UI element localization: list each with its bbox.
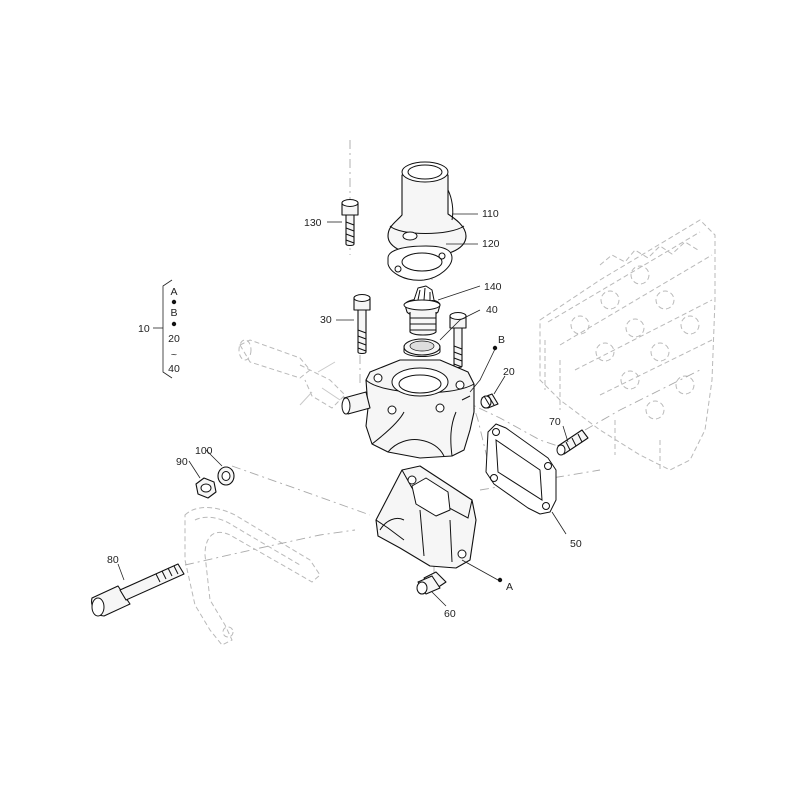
leader-lines [117,213,569,607]
bolt-80 [91,563,185,617]
callout-10: 10 [138,323,150,335]
bracket-ghost [184,507,321,646]
kit-item-40: 40 [168,363,180,375]
callout-40: 40 [486,304,498,316]
thermostat-housing [341,359,475,459]
gasket-120 [387,245,453,281]
ref-dot-B [492,345,498,351]
ref-label-B: B [498,334,505,346]
bolt-60 [416,571,447,595]
callout-110: 110 [482,208,499,220]
kit-dot-1 [171,299,177,305]
thermostat-140 [403,285,441,336]
plug-20 [480,393,499,409]
stud-70 [556,429,589,456]
callout-60: 60 [444,608,456,620]
kit-item-B: B [170,307,177,319]
pulley-ghost [238,339,346,409]
washer-100 [217,466,235,486]
seal-ring-40 [403,338,441,357]
callout-80: 80 [107,554,119,566]
callout-70: 70 [549,416,561,428]
callout-50: 50 [570,538,582,550]
nut-90 [195,477,217,499]
kit-bracket [162,279,173,379]
callout-20: 20 [503,366,515,378]
callout-90: 90 [176,456,188,468]
kit-item-20: 20 [168,333,180,345]
callout-130: 130 [304,217,322,229]
callouts: 10 20 30 40 50 60 70 80 90 100 110 120 1… [107,208,582,620]
lower-housing [375,465,477,569]
ref-dot-A [497,577,503,583]
ref-label-A: A [506,581,513,593]
kit-dot-2 [171,321,177,327]
bolt-130 [341,199,359,247]
gasket-50 [485,423,557,515]
callout-30: 30 [320,314,332,326]
callout-140: 140 [484,281,502,293]
kit-list: A B 20 ~ 40 [168,286,180,375]
outlet-elbow-110 [387,161,467,257]
callout-120: 120 [482,238,500,250]
callout-100: 100 [195,445,213,457]
bolt-30-left [353,294,371,355]
engine-block-ghost [539,219,716,471]
bolt-30-right [449,312,467,369]
kit-range-symbol: ~ [171,349,177,361]
kit-item-A: A [170,286,177,298]
